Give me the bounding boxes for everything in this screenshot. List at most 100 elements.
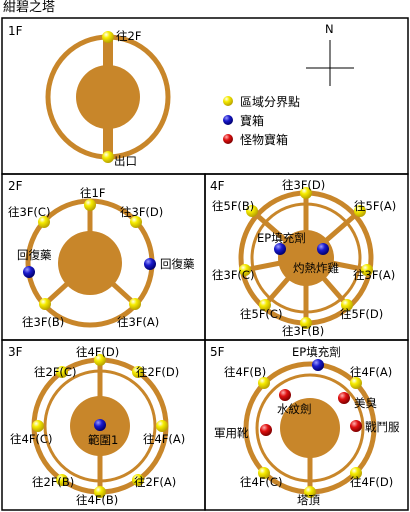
- label-to-2f: 往2F: [116, 29, 141, 43]
- label-potion-right: 回復藥: [160, 257, 195, 271]
- label-to-3f-c: 往3F(C): [8, 205, 50, 219]
- label-tower-top: 塔頂: [297, 493, 320, 507]
- boundary-point: [361, 264, 373, 276]
- label-to-1f: 往1F: [80, 186, 105, 200]
- floor-3f: 3F 往4F(D) 往2F(C) 往2F(D) 往4F(C) 往4F(A) 範圍…: [8, 345, 185, 507]
- floor-2f: 2F 往1F 往3F(C) 往3F(D) 回復藥 回復藥 往3F(B) 往3F(…: [8, 179, 195, 329]
- label-to-5f-c: 往5F(C): [240, 307, 282, 321]
- floor-1f: 1F 往2F 出口: [8, 24, 171, 168]
- floor-3f-label: 3F: [8, 345, 23, 359]
- label-battle-suit: 戰鬥服: [365, 420, 400, 434]
- page-title: 紺碧之塔: [3, 0, 56, 15]
- label-to-3f-a: 往3F(A): [353, 268, 395, 282]
- label-to-4f-a: 往4F(A): [350, 365, 392, 379]
- boundary-point: [300, 187, 312, 199]
- boundary-point: [56, 366, 68, 378]
- label-to-4f-c: 往4F(C): [240, 475, 282, 489]
- chest: [23, 266, 35, 278]
- label-to-3f-a: 往3F(A): [117, 315, 159, 329]
- floor-5f: 5F EP填充劑 往4F(B) 往4F(A) 水紋劍 美臭 軍用靴 戰鬥服 往4…: [210, 345, 400, 507]
- label-hot-fried-chicken: 灼熱炸雞: [293, 261, 339, 275]
- label-to-4f-d: 往4F(D): [76, 345, 119, 359]
- boundary-point: [259, 299, 271, 311]
- panel-1f-border: [1, 17, 409, 175]
- label-ep-refill: EP填充劑: [257, 231, 306, 245]
- label-potion-left: 回復藥: [17, 248, 52, 262]
- label-range-1: 範圍1: [88, 433, 118, 447]
- boundary-point: [239, 264, 251, 276]
- boundary-point: [350, 467, 362, 479]
- label-to-5f-b: 往5F(B): [212, 199, 254, 213]
- label-to-2f-c: 往2F(C): [34, 365, 76, 379]
- floor-5f-label: 5F: [210, 345, 225, 359]
- chest: [94, 419, 106, 431]
- label-to-4f-a: 往4F(A): [143, 432, 185, 446]
- panel-borders: [1, 17, 409, 511]
- boundary-point: [32, 420, 44, 432]
- boundary-point: [84, 199, 96, 211]
- label-to-4f-b: 往4F(B): [224, 365, 266, 379]
- label-military-boots: 軍用靴: [214, 426, 249, 440]
- monster-chest: [260, 424, 272, 436]
- label-to-3f-d: 往3F(D): [120, 205, 163, 219]
- legend: 區域分界點 寶箱 怪物寶箱: [223, 95, 300, 147]
- floor-4f-label: 4F: [210, 179, 225, 193]
- label-to-2f-d: 往2F(D): [136, 365, 179, 379]
- label-to-3f-d: 往3F(D): [282, 178, 325, 192]
- floor-4f: 4F 往3F(D) 往5F(B) 往5F(A) EP填充劑 灼熱炸雞 往3F(C…: [210, 178, 396, 338]
- boundary-point: [129, 298, 141, 310]
- boundary-point: [102, 151, 114, 163]
- chest: [274, 243, 286, 255]
- legend-boundary-label: 區域分界點: [240, 95, 300, 109]
- boundary-point: [102, 31, 114, 43]
- compass: N: [306, 22, 354, 86]
- floor-2f-label: 2F: [8, 179, 23, 193]
- boundary-point: [341, 299, 353, 311]
- boundary-point: [56, 474, 68, 486]
- label-to-4f-b: 往4F(B): [76, 493, 118, 507]
- boundary-point: [246, 205, 258, 217]
- boundary-point: [94, 486, 106, 498]
- boundary-point: [258, 467, 270, 479]
- boundary-point: [354, 205, 366, 217]
- label-to-4f-d: 往4F(D): [350, 475, 393, 489]
- label-to-3f-b: 往3F(B): [282, 324, 324, 338]
- monster-chest: [279, 389, 291, 401]
- panel-5f-border: [204, 339, 409, 511]
- boundary-point: [132, 474, 144, 486]
- label-water-sword: 水紋劍: [277, 402, 312, 416]
- central-hall: [76, 65, 140, 129]
- label-to-4f-c: 往4F(C): [10, 432, 52, 446]
- boundary-point: [38, 216, 50, 228]
- label-hat: 美臭: [354, 396, 377, 410]
- legend-chest-label: 寶箱: [240, 113, 264, 128]
- chest: [144, 258, 156, 270]
- label-to-5f-d: 往5F(D): [340, 307, 383, 321]
- label-to-2f-a: 往2F(A): [134, 475, 176, 489]
- monster-chest: [338, 392, 350, 404]
- label-to-5f-a: 往5F(A): [354, 199, 396, 213]
- chest: [312, 359, 324, 371]
- legend-monster-chest-label: 怪物寶箱: [240, 132, 288, 147]
- legend-boundary-icon: [223, 96, 233, 106]
- compass-north-label: N: [325, 22, 334, 36]
- label-exit: 出口: [114, 154, 137, 168]
- label-to-3f-b: 往3F(B): [22, 315, 64, 329]
- chest: [317, 243, 329, 255]
- central-hall: [58, 231, 122, 295]
- legend-chest-icon: [223, 115, 233, 125]
- boundary-point: [350, 377, 362, 389]
- central-hall: [280, 398, 340, 458]
- legend-monster-chest-icon: [223, 134, 233, 144]
- monster-chest: [350, 420, 362, 432]
- boundary-point: [156, 420, 168, 432]
- floor-1f-label: 1F: [8, 24, 23, 38]
- label-ep-refill: EP填充劑: [292, 345, 341, 359]
- boundary-point: [132, 366, 144, 378]
- label-to-2f-b: 往2F(B): [32, 475, 74, 489]
- boundary-point: [258, 377, 270, 389]
- boundary-point: [130, 216, 142, 228]
- boundary-point: [94, 354, 106, 366]
- boundary-point: [300, 317, 312, 329]
